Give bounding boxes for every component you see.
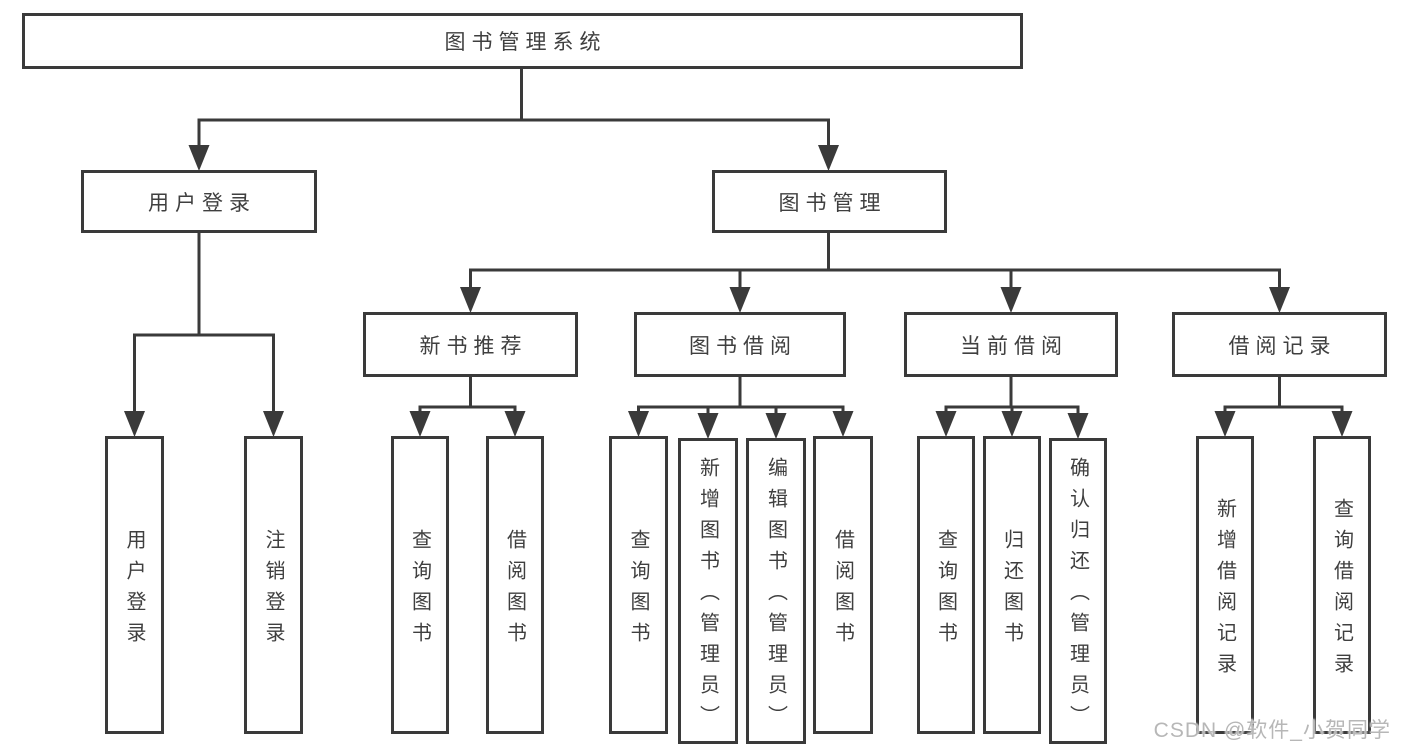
node-root: 图书管理系统	[22, 13, 1023, 69]
arrow-head	[188, 145, 210, 171]
node-new-book-recommend: 新书推荐	[363, 312, 578, 377]
arrow-head	[832, 411, 854, 437]
leaf-newbooks-query-books: 查询图书	[391, 436, 449, 734]
connector-current-to-leaves	[935, 375, 1089, 439]
arrow-head	[1067, 413, 1089, 439]
node-label: 借阅图书	[831, 528, 854, 653]
node-label: 用户登录	[148, 191, 256, 215]
connector-new-books-to-leaves	[409, 375, 526, 437]
connector-root-to-level2	[188, 67, 839, 171]
node-borrow-records: 借阅记录	[1172, 312, 1387, 377]
node-book-borrow: 图书借阅	[634, 312, 846, 377]
node-label: 确认归还（管理员）	[1066, 457, 1089, 736]
arrow-head	[504, 411, 526, 437]
node-book-management: 图书管理	[712, 170, 947, 233]
node-user-login: 用户登录	[81, 170, 317, 233]
leaf-current-return-books: 归还图书	[983, 436, 1041, 734]
connector-borrow-to-leaves	[628, 375, 854, 439]
leaf-records-add-record: 新增借阅记录	[1196, 436, 1254, 734]
arrow-head	[818, 145, 839, 171]
leaf-borrow-add-books-admin: 新增图书（管理员）	[678, 438, 738, 744]
arrow-head	[765, 413, 787, 439]
node-label: 新增图书（管理员）	[696, 457, 719, 736]
arrow-head	[263, 411, 284, 437]
node-label: 图书管理	[778, 191, 887, 215]
leaf-current-query-books: 查询图书	[917, 436, 975, 734]
node-label: 查询图书	[408, 528, 431, 653]
arrow-head	[628, 411, 649, 437]
node-label: 查询图书	[934, 528, 957, 653]
arrow-head	[1331, 411, 1353, 437]
arrow-head	[935, 411, 957, 437]
arrow-head	[729, 287, 751, 313]
arrow-head	[1001, 411, 1023, 437]
node-label: 图书借阅	[689, 334, 797, 358]
leaf-records-query-record: 查询借阅记录	[1313, 436, 1371, 734]
node-label: 用户登录	[123, 528, 145, 653]
connector-book-mgmt-to-level3	[460, 231, 1290, 313]
node-label: 借阅记录	[1228, 334, 1337, 358]
arrow-head	[124, 411, 145, 437]
leaf-current-confirm-return-admin: 确认归还（管理员）	[1049, 438, 1107, 744]
node-label: 借阅图书	[503, 528, 526, 653]
connector-user-login-to-leaves	[124, 231, 284, 437]
arrow-head	[460, 287, 481, 313]
node-label: 查询图书	[627, 528, 649, 653]
node-label: 图书管理系统	[444, 31, 607, 54]
node-label: 新书推荐	[419, 334, 528, 358]
arrow-head	[409, 411, 431, 437]
leaf-borrow-edit-books-admin: 编辑图书（管理员）	[746, 438, 806, 744]
arrow-head	[1214, 411, 1236, 437]
node-label: 编辑图书（管理员）	[764, 457, 787, 736]
arrow-head	[1000, 287, 1022, 313]
connector-records-to-leaves	[1214, 375, 1353, 437]
leaf-logout: 注销登录	[244, 436, 303, 734]
arrow-head	[697, 413, 719, 439]
node-label: 注销登录	[262, 528, 284, 653]
leaf-user-login: 用户登录	[105, 436, 164, 734]
leaf-borrow-borrow-books: 借阅图书	[813, 436, 873, 734]
leaf-borrow-query-books: 查询图书	[609, 436, 668, 734]
node-label: 当前借阅	[960, 334, 1068, 358]
node-current-borrow: 当前借阅	[904, 312, 1118, 377]
csdn-watermark: CSDN @软件_小贺同学	[1153, 719, 1391, 742]
arrow-head	[1269, 287, 1290, 313]
node-label: 查询借阅记录	[1330, 497, 1353, 684]
leaf-newbooks-borrow-books: 借阅图书	[486, 436, 544, 734]
node-label: 新增借阅记录	[1213, 497, 1236, 684]
node-label: 归还图书	[1000, 528, 1023, 653]
